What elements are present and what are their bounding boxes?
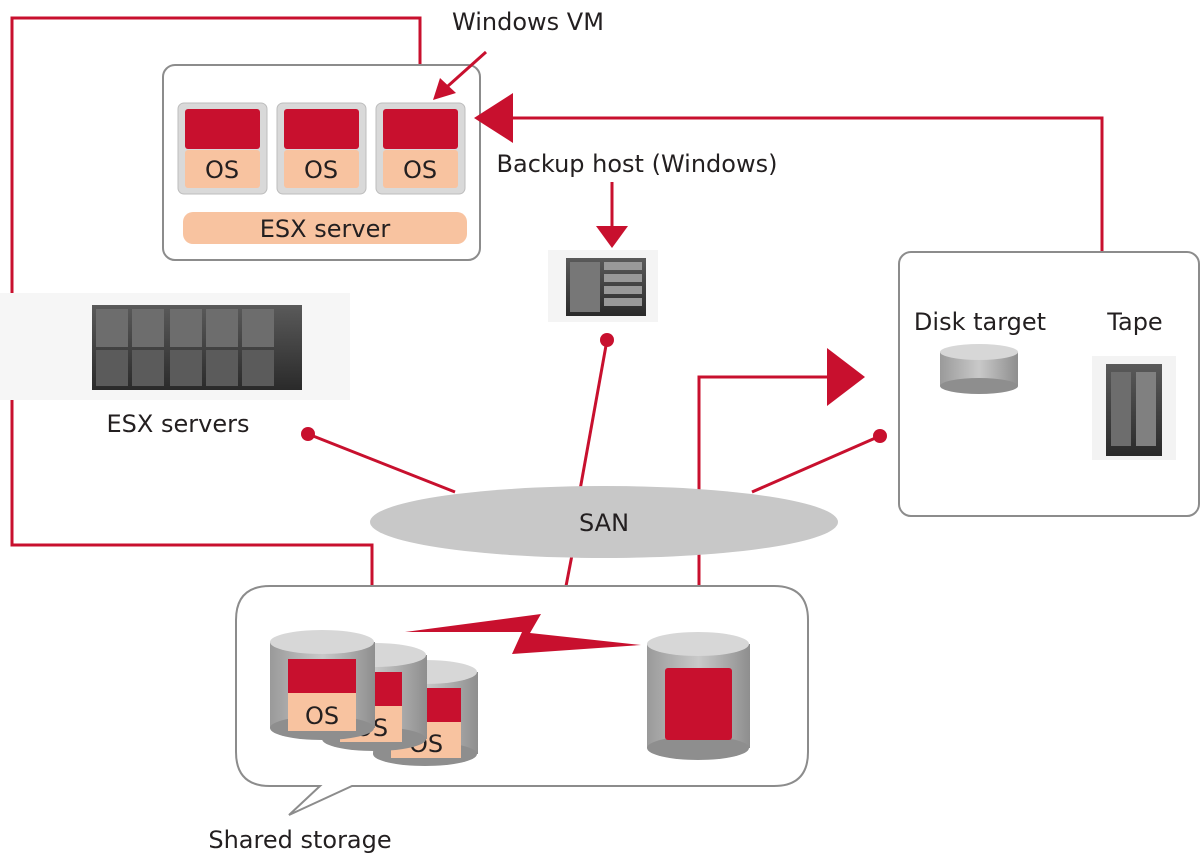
san-label: SAN [579,509,629,537]
vm-2: OS [276,102,367,195]
esx-server-label: ESX server [260,215,391,243]
tape-label: Tape [1106,308,1162,336]
tape-to-vm-path [510,116,1104,298]
vm-2-os-label: OS [304,156,338,184]
esx-servers-label: ESX servers [107,410,250,438]
backup-host-pointer-head [596,226,628,248]
vm-1-os-label: OS [205,156,239,184]
san-cloud [370,486,838,558]
shared-storage-label: Shared storage [208,826,391,854]
snapshot-lightning-icon [405,614,641,654]
disk-target-icon [940,344,1018,394]
backup-host-san-link [578,339,609,491]
vm-to-storage-path [10,16,422,592]
storage-cylinder-1-os-label: OS [305,702,339,730]
windows-vm-pointer [446,50,488,88]
backup-host-server-image [548,250,658,322]
vm-3-windows: OS [375,102,466,195]
esx-san-link [307,432,456,494]
backup-host-san-link-dot [600,333,614,347]
esx-server-bar [183,212,467,244]
vm-1: OS [177,102,268,195]
target-san-link [751,434,881,494]
disk-target-arrowhead [827,348,865,406]
backup-host-label: Backup host (Windows) [497,150,778,178]
esx-servers-image [0,293,350,400]
target-san-link-dot [873,429,887,443]
tape-library-image [1092,356,1176,460]
storage-cylinder-1: OS [270,630,375,740]
esx-san-link-dot [301,427,315,441]
windows-vm-pointer-head [433,78,456,100]
windows-vm-label: Windows VM [452,8,604,36]
vm-3-os-label: OS [403,156,437,184]
vm-arrowhead [474,93,513,143]
disk-target-label: Disk target [914,308,1046,336]
snapshot-cylinder [647,632,750,760]
